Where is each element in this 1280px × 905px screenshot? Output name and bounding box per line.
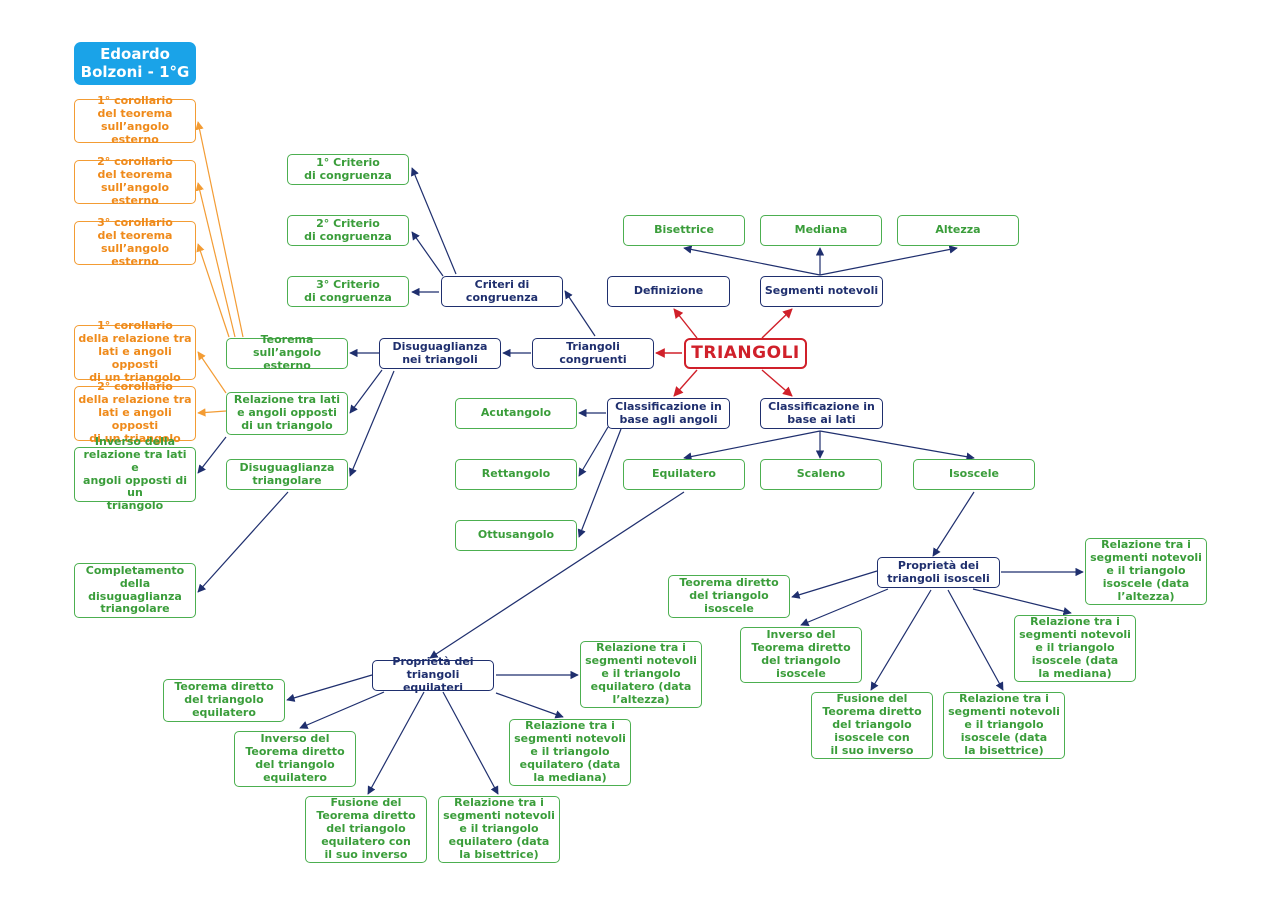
node-criteri-congruenza[interactable]: Criteri di congruenza: [441, 276, 563, 307]
connector-navy-24: [578, 426, 609, 477]
connector-navy-9: [411, 167, 457, 275]
connector-navy-28: [819, 430, 975, 461]
connector-orange-20: [197, 408, 227, 417]
node-isoscele[interactable]: Isoscele: [913, 459, 1035, 490]
connector-navy-34: [972, 588, 1072, 616]
node-ottusangolo[interactable]: Ottusangolo: [455, 520, 577, 551]
connector-red-0: [673, 308, 698, 339]
node-altezza[interactable]: Altezza: [897, 215, 1019, 246]
connector-navy-33: [947, 589, 1004, 691]
node-completamento-disuguaglianza[interactable]: Completamento della disuguaglianza trian…: [74, 563, 196, 618]
node-disuguaglianza-triangolare[interactable]: Disuguaglianza triangolare: [226, 459, 348, 490]
node-corollario-angolo-esterno-2[interactable]: 2° corollario del teorema sull’angolo es…: [74, 155, 196, 207]
connector-red-2: [673, 369, 698, 397]
node-proprieta-equilateri[interactable]: Proprietà dei triangoli equilateri: [372, 655, 494, 694]
node-bisettrice[interactable]: Bisettrice: [623, 215, 745, 246]
node-segmenti-notevoli[interactable]: Segmenti notevoli: [760, 276, 883, 307]
connector-orange-19: [197, 351, 227, 394]
node-teorema-angolo-esterno[interactable]: Teorema sull’angolo esterno: [226, 333, 348, 372]
connector-navy-37: [286, 674, 373, 702]
connector-navy-10: [411, 231, 444, 277]
connector-orange-16: [195, 121, 244, 338]
node-corollario-angolo-esterno-3[interactable]: 3° corollario del teorema sull’angolo es…: [74, 216, 196, 268]
node-criterio-3[interactable]: 3° Criterio di congruenza: [287, 276, 409, 307]
connector-navy-7: [819, 245, 958, 276]
node-definizione[interactable]: Definizione: [607, 276, 730, 307]
connector-red-1: [761, 308, 793, 339]
node-triangoli-congruenti[interactable]: Triangoli congruenti: [532, 338, 654, 369]
node-mediana[interactable]: Mediana: [760, 215, 882, 246]
connector-navy-29: [932, 491, 975, 557]
connector-orange-18: [196, 243, 230, 338]
connector-navy-41: [495, 692, 564, 719]
connector-navy-30: [791, 570, 878, 599]
connector-navy-40: [442, 691, 499, 795]
node-relazione-lati-angoli[interactable]: Relazione tra lati e angoli opposti di u…: [226, 392, 348, 435]
connector-navy-14: [349, 369, 383, 414]
connector-navy-32: [870, 589, 932, 691]
node-equi-bisettrice[interactable]: Relazione tra i segmenti notevoli e il t…: [438, 796, 560, 863]
connector-navy-15: [349, 370, 395, 477]
node-inverso-relazione[interactable]: Inverso della relazione tra lati e angol…: [74, 435, 196, 512]
node-corollario-angolo-esterno-1[interactable]: 1° corollario del teorema sull’angolo es…: [74, 94, 196, 146]
connector-navy-22: [197, 491, 289, 593]
node-classificazione-lati[interactable]: Classificazione in base ai lati: [760, 398, 883, 429]
node-criterio-2[interactable]: 2° Criterio di congruenza: [287, 215, 409, 246]
connector-navy-36: [429, 491, 685, 659]
node-iso-teorema-diretto[interactable]: Teorema diretto del triangolo isoscele: [668, 575, 790, 618]
node-equi-inverso[interactable]: Inverso del Teorema diretto del triangol…: [234, 731, 356, 787]
connector-navy-21: [197, 436, 227, 474]
connector-navy-31: [800, 588, 889, 626]
connector-navy-26: [683, 430, 821, 461]
node-classificazione-angoli[interactable]: Classificazione in base agli angoli: [607, 398, 730, 429]
node-equi-fusione[interactable]: Fusione del Teorema diretto del triangol…: [305, 796, 427, 863]
node-equilatero[interactable]: Equilatero: [623, 459, 745, 490]
node-iso-inverso[interactable]: Inverso del Teorema diretto del triangol…: [740, 627, 862, 683]
node-equi-mediana[interactable]: Relazione tra i segmenti notevoli e il t…: [509, 719, 631, 786]
node-corollario-relazione-1[interactable]: 1° corollario della relazione tra lati e…: [74, 319, 196, 384]
node-criterio-1[interactable]: 1° Criterio di congruenza: [287, 154, 409, 185]
node-acutangolo[interactable]: Acutangolo: [455, 398, 577, 429]
node-corollario-relazione-2[interactable]: 2° corollario della relazione tra lati e…: [74, 380, 196, 445]
node-iso-altezza[interactable]: Relazione tra i segmenti notevoli e il t…: [1085, 538, 1207, 605]
connector-navy-25: [577, 428, 622, 538]
connector-orange-17: [195, 182, 236, 338]
connector-navy-8: [564, 290, 596, 337]
node-disuguaglianza-triangoli[interactable]: Disuguaglianza nei triangoli: [379, 338, 501, 369]
node-equi-altezza[interactable]: Relazione tra i segmenti notevoli e il t…: [580, 641, 702, 708]
connector-red-3: [761, 369, 793, 397]
connector-navy-38: [299, 691, 385, 729]
connector-navy-39: [367, 691, 425, 795]
node-equi-teorema-diretto[interactable]: Teorema diretto del triangolo equilatero: [163, 679, 285, 722]
node-scaleno[interactable]: Scaleno: [760, 459, 882, 490]
node-proprieta-isosceli[interactable]: Proprietà dei triangoli isosceli: [877, 557, 1000, 588]
node-iso-mediana[interactable]: Relazione tra i segmenti notevoli e il t…: [1014, 615, 1136, 682]
author-badge: Edoardo Bolzoni - 1°G: [74, 42, 196, 85]
node-rettangolo[interactable]: Rettangolo: [455, 459, 577, 490]
node-iso-fusione[interactable]: Fusione del Teorema diretto del triangol…: [811, 692, 933, 759]
connector-navy-5: [683, 245, 821, 276]
node-triangoli[interactable]: TRIANGOLI: [684, 338, 807, 369]
node-iso-bisettrice[interactable]: Relazione tra i segmenti notevoli e il t…: [943, 692, 1065, 759]
